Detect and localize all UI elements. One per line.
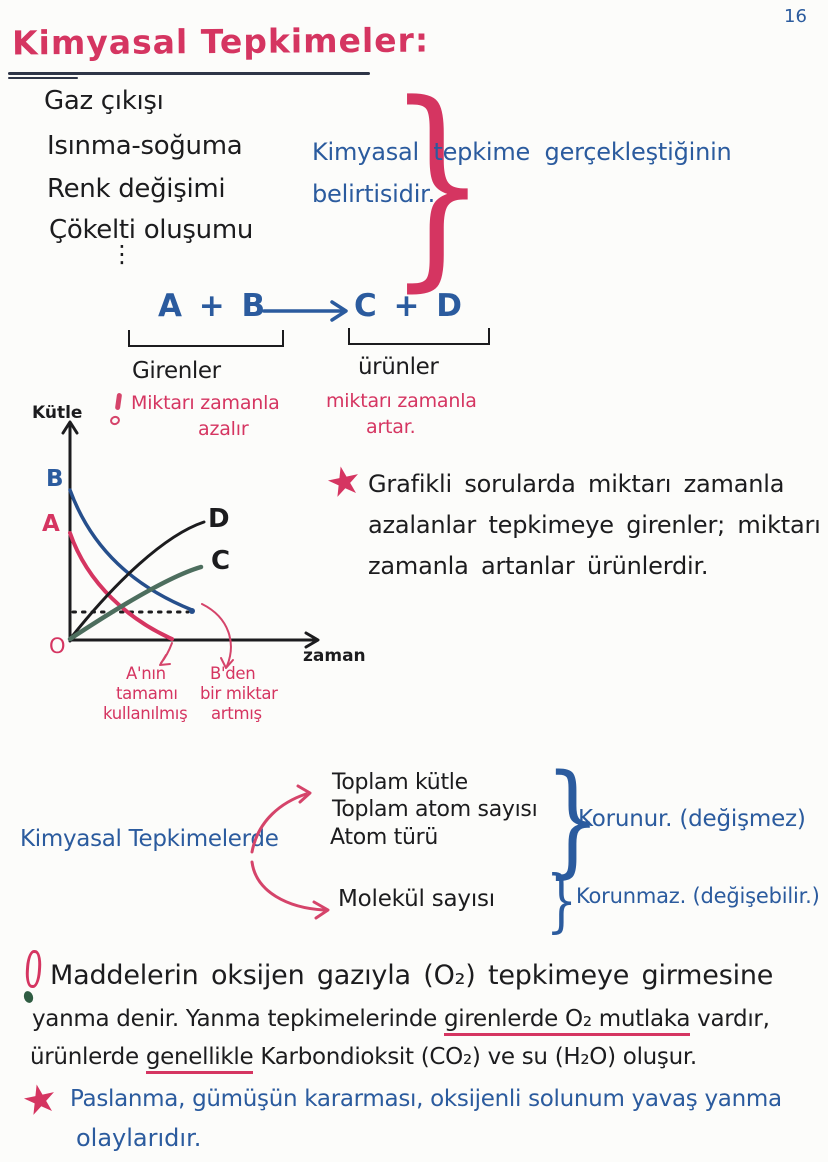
y-axis-label: Kütle [32, 403, 83, 423]
ellipsis: ⋮ [110, 240, 134, 268]
equation-right: C + D [354, 288, 466, 324]
curve-label-b: B [46, 466, 64, 492]
signs-note-line1: Kimyasal tepkime gerçekleştiğinin [312, 138, 732, 166]
x-axis-label: zaman [303, 646, 366, 666]
curve-label-a: A [42, 511, 60, 537]
combustion-line3-underlined: genellikle [145, 1044, 254, 1074]
exclamation-icon-large [24, 949, 43, 989]
combustion-line1: Maddelerin oksijen gazıyla (O₂) tepkimey… [50, 960, 774, 991]
sign-item-color: Renk değişimi [47, 174, 226, 204]
curve-label-c: C [211, 546, 231, 576]
exclamation-dot-icon-large [22, 989, 35, 1005]
signs-note-line2: belirtisidir. [312, 180, 436, 208]
fork-arrows-icon [250, 784, 330, 920]
equation-left: A + B [158, 288, 269, 324]
brace-icon: } [387, 58, 488, 311]
annotation-a-line1: A'nın [126, 664, 166, 683]
products-bracket [348, 328, 490, 345]
title-underline [8, 72, 370, 75]
origin-label: O [49, 634, 66, 658]
conservation-label: Kimyasal Tepkimelerde [20, 826, 279, 852]
sign-item-heat: Isınma-soğuma [47, 131, 243, 161]
products-note-line2: artar. [366, 416, 416, 438]
star-icon-bottom: ★ [17, 1073, 63, 1127]
conserved-item-type: Atom türü [330, 825, 439, 850]
star-icon: ★ [321, 455, 367, 509]
combustion-line2-underlined: girenlerde O₂ mutlaka [444, 1006, 690, 1036]
combustion-line3-post: Karbondioksit (CO₂) ve su (H₂O) oluşur. [253, 1044, 697, 1070]
reactants-label: Girenler [132, 358, 221, 384]
page-title: Kimyasal Tepkimeler: [11, 20, 430, 63]
slow-burning-line2: olaylarıdır. [76, 1124, 202, 1152]
page-number: 16 [784, 6, 807, 27]
annotation-b-line3: artmış [211, 704, 262, 723]
reactants-note-line2: azalır [198, 418, 249, 440]
annotation-b-line2: bir miktar [200, 684, 278, 703]
graph-note-line3: zamanla artanlar ürünlerdir. [368, 552, 709, 580]
curve-label-d: D [208, 504, 230, 534]
graph-note-line1: Grafikli sorularda miktarı zamanla [368, 470, 785, 498]
products-label: ürünler [358, 354, 439, 380]
sign-item-gas: Gaz çıkışı [44, 86, 164, 116]
reactants-note-line1: Miktarı zamanla [131, 392, 280, 414]
graph-note-line2: azalanlar tepkimeye girenler; miktarı [368, 511, 821, 539]
annotation-a-line3: kullanılmış [103, 704, 188, 723]
reactants-bracket [128, 330, 284, 347]
brace-conserved-icon: } [544, 748, 601, 890]
not-conserved-item: Molekül sayısı [338, 886, 495, 912]
conserved-result: Korunur. (değişmez) [578, 806, 806, 832]
not-conserved-result: Korunmaz. (değişebilir.) [576, 884, 820, 908]
combustion-line2-pre: yanma denir. Yanma tepkimelerinde [32, 1006, 444, 1032]
brace-not-conserved-icon: } [546, 862, 578, 941]
mass-time-graph [61, 420, 320, 669]
combustion-line3-pre: ürünlerde [30, 1044, 146, 1070]
products-note-line1: miktarı zamanla [326, 390, 477, 412]
conserved-item-mass: Toplam kütle [332, 770, 468, 795]
combustion-line2: yanma denir. Yanma tepkimelerinde girenl… [32, 1006, 770, 1036]
slow-burning-line1: Paslanma, gümüşün kararması, oksijenli s… [70, 1086, 782, 1112]
conserved-item-atoms: Toplam atom sayısı [332, 797, 538, 822]
title-underline-2 [8, 77, 78, 79]
sign-item-precip: Çökelti oluşumu [49, 215, 254, 245]
combustion-line2-post: vardır, [690, 1006, 770, 1032]
combustion-line3: ürünlerde genellikle Karbondioksit (CO₂)… [30, 1044, 697, 1074]
annotation-a-line2: tamamı [116, 684, 178, 703]
annotation-b-line1: B'den [210, 664, 256, 683]
reaction-arrow-icon [262, 300, 348, 322]
